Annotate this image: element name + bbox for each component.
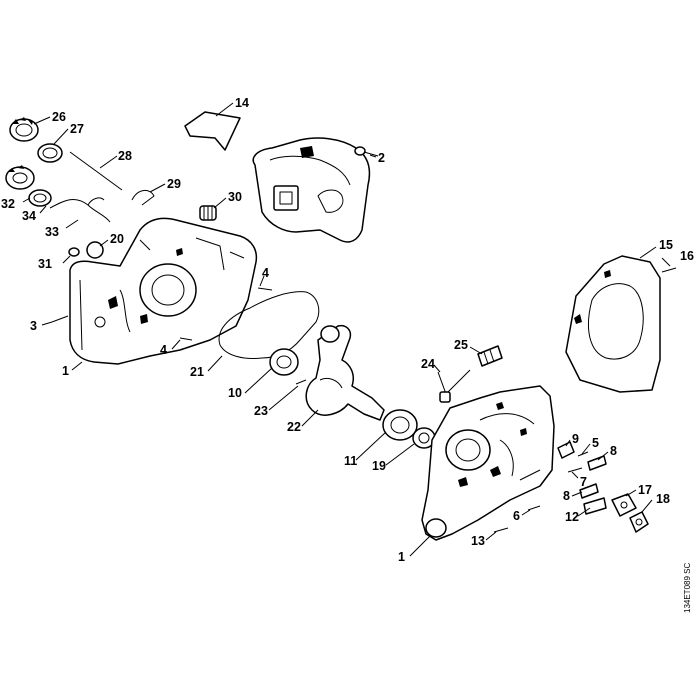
callout-32: 32 <box>1 197 15 211</box>
callout-30: 30 <box>228 190 242 204</box>
part-stud-12 <box>583 497 607 515</box>
callout-11: 11 <box>344 454 357 468</box>
callout-18: 18 <box>656 492 670 506</box>
callout-19: 19 <box>372 459 386 473</box>
part-washer-34 <box>28 189 52 207</box>
callout-4-lower: 4 <box>160 343 167 357</box>
callout-14: 14 <box>235 96 249 110</box>
part-nut-18 <box>629 511 649 533</box>
part-crankshaft <box>305 324 385 421</box>
callout-9: 9 <box>572 432 579 446</box>
part-screw-3 <box>51 315 69 323</box>
part-screw-2 <box>354 146 379 157</box>
callout-2: 2 <box>378 151 385 165</box>
part-sleeve-9 <box>557 441 575 459</box>
callout-8-lower: 8 <box>563 489 570 503</box>
part-plate-14 <box>184 111 241 151</box>
part-rod-28 <box>69 151 123 191</box>
callout-labels: 26 27 14 28 2 29 32 30 34 33 20 31 15 16… <box>1 96 694 564</box>
part-screw-6 <box>527 505 541 511</box>
part-pin-7 <box>567 467 583 473</box>
callout-26: 26 <box>52 110 66 124</box>
callout-8-upper: 8 <box>610 444 617 458</box>
callout-7: 7 <box>580 475 587 489</box>
callout-12: 12 <box>565 510 579 524</box>
part-cover-15 <box>565 255 661 393</box>
part-stud-8b <box>579 483 599 499</box>
callout-15: 15 <box>659 238 673 252</box>
part-key-23 <box>295 379 307 385</box>
part-pin-4b <box>179 337 193 341</box>
part-grommet-30 <box>199 205 217 221</box>
callout-1-upper: 1 <box>62 364 69 378</box>
reference-code: 134ET089 SC <box>683 563 692 613</box>
callout-28: 28 <box>118 149 132 163</box>
callout-20: 20 <box>110 232 124 246</box>
callout-27: 27 <box>70 122 84 136</box>
part-washer-27 <box>37 143 63 163</box>
part-plate-17 <box>611 493 637 517</box>
callout-22: 22 <box>287 420 301 434</box>
callout-13: 13 <box>471 534 485 548</box>
part-pin-5 <box>577 451 589 457</box>
callout-5: 5 <box>592 436 599 450</box>
part-crankcase-left <box>69 217 258 365</box>
callout-33: 33 <box>45 225 59 239</box>
callout-24: 24 <box>421 357 435 371</box>
part-tank-housing <box>252 137 371 243</box>
part-crankcase-right <box>421 385 555 541</box>
callout-17: 17 <box>638 483 652 497</box>
part-pin-4a <box>257 287 273 291</box>
part-screw-13 <box>493 527 509 533</box>
callout-25: 25 <box>454 338 468 352</box>
part-wire-harness-33 <box>49 197 111 223</box>
part-bearing-11 <box>382 409 418 441</box>
leader-lines <box>22 102 671 557</box>
callout-21: 21 <box>190 365 204 379</box>
callout-3: 3 <box>30 319 37 333</box>
callout-16: 16 <box>680 249 694 263</box>
part-clip-29 <box>131 190 155 206</box>
part-stud-8a <box>587 455 607 471</box>
part-pulley-32 <box>5 165 35 190</box>
part-screw-16 <box>661 267 677 273</box>
part-nut-31 <box>68 247 80 257</box>
callout-6: 6 <box>513 509 520 523</box>
callout-31: 31 <box>38 257 52 271</box>
part-seal-20 <box>86 241 104 259</box>
callout-4-upper: 4 <box>262 266 269 280</box>
part-screw-25 <box>477 345 503 367</box>
part-hex-key-24 <box>437 369 471 395</box>
callout-29: 29 <box>167 177 181 191</box>
callout-1-lower: 1 <box>398 550 405 564</box>
callout-10: 10 <box>228 386 242 400</box>
part-gasket-21 <box>218 291 320 359</box>
part-bearing-10 <box>269 348 299 376</box>
part-starter-pulley <box>9 117 39 142</box>
callout-23: 23 <box>254 404 268 418</box>
callout-34: 34 <box>22 209 36 223</box>
